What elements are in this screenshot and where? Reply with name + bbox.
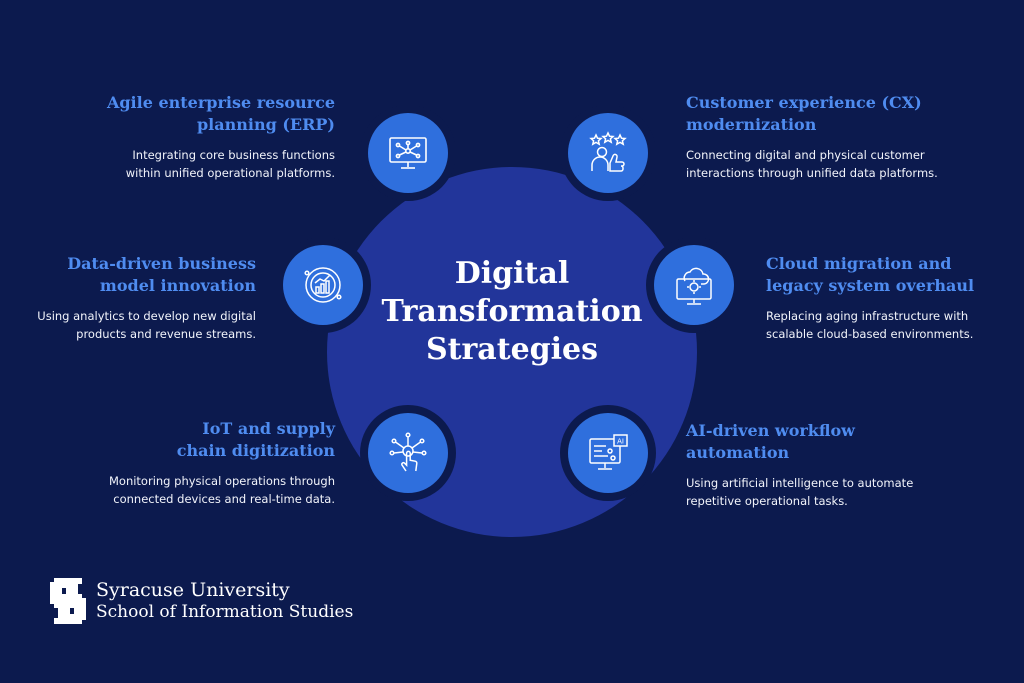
- strategy-iot-title-2: chain digitization: [176, 441, 335, 460]
- strategy-erp: Agile enterprise resource planning (ERP)…: [90, 92, 335, 182]
- svg-text:AI: AI: [617, 438, 624, 446]
- touch-network-icon: [389, 432, 427, 472]
- analytics-chart-icon: [304, 267, 342, 303]
- strategy-data: Data-driven business model innovation Us…: [20, 253, 256, 343]
- strategy-erp-title-2: planning (ERP): [196, 115, 335, 134]
- customer-rating-icon: [589, 131, 627, 172]
- strategy-cloud: Cloud migration and legacy system overha…: [766, 253, 1016, 343]
- strategy-cloud-title-1: Cloud migration and: [766, 254, 952, 273]
- strategy-cx: Customer experience (CX) modernization C…: [686, 92, 986, 182]
- strategy-erp-desc-2: within unified operational platforms.: [125, 166, 335, 180]
- node-cx: [568, 113, 648, 193]
- node-erp: [368, 113, 448, 193]
- node-cloud: [654, 245, 734, 325]
- strategy-ai-desc-1: Using artificial intelligence to automat…: [686, 476, 914, 490]
- strategy-data-title-2: model innovation: [99, 276, 256, 295]
- strategy-ai: AI-driven workflow automation Using arti…: [686, 420, 946, 510]
- node-iot: [368, 413, 448, 493]
- strategy-erp-title-1: Agile enterprise resource: [106, 93, 335, 112]
- strategy-iot-desc-2: connected devices and real-time data.: [113, 492, 335, 506]
- strategy-cx-desc-2: interactions through unified data platfo…: [686, 166, 938, 180]
- strategy-cloud-title-2: legacy system overhaul: [766, 276, 975, 295]
- logo-university-name: Syracuse University: [96, 579, 290, 601]
- strategy-iot-desc-1: Monitoring physical operations through: [108, 474, 335, 488]
- ai-monitor-icon: AI: [589, 434, 628, 470]
- title-line-3: Strategies: [425, 332, 599, 367]
- strategy-cloud-desc-2: scalable cloud-based environments.: [766, 327, 974, 341]
- strategy-cloud-desc-1: Replacing aging infrastructure with: [766, 309, 969, 323]
- syracuse-logo: Syracuse University School of Informatio…: [50, 578, 353, 624]
- strategy-data-title-1: Data-driven business: [67, 254, 256, 273]
- title-line-2: Transformation: [381, 294, 643, 329]
- strategy-cx-title-1: Customer experience (CX): [686, 93, 922, 112]
- diagram-title: Digital Transformation Strategies: [377, 255, 647, 369]
- strategy-data-desc-1: Using analytics to develop new digital: [37, 309, 256, 323]
- cloud-gear-icon: [676, 267, 712, 305]
- logo-school-name: School of Information Studies: [96, 602, 354, 622]
- strategy-ai-title-2: automation: [686, 443, 790, 462]
- strategy-cx-desc-1: Connecting digital and physical customer: [686, 148, 925, 162]
- title-line-1: Digital: [454, 256, 570, 291]
- strategy-data-desc-2: products and revenue streams.: [76, 327, 256, 341]
- monitor-network-icon: [389, 137, 427, 169]
- strategy-cx-title-2: modernization: [686, 115, 817, 134]
- strategy-ai-desc-2: repetitive operational tasks.: [686, 494, 848, 508]
- block-s-logo-icon: [50, 578, 86, 624]
- strategy-iot: IoT and supply chain digitization Monito…: [80, 418, 335, 508]
- node-ai: AI: [568, 413, 648, 493]
- strategy-iot-title-1: IoT and supply: [202, 419, 335, 438]
- strategy-erp-desc-1: Integrating core business functions: [132, 148, 335, 162]
- strategy-ai-title-1: AI-driven workflow: [686, 421, 855, 440]
- node-data: [283, 245, 363, 325]
